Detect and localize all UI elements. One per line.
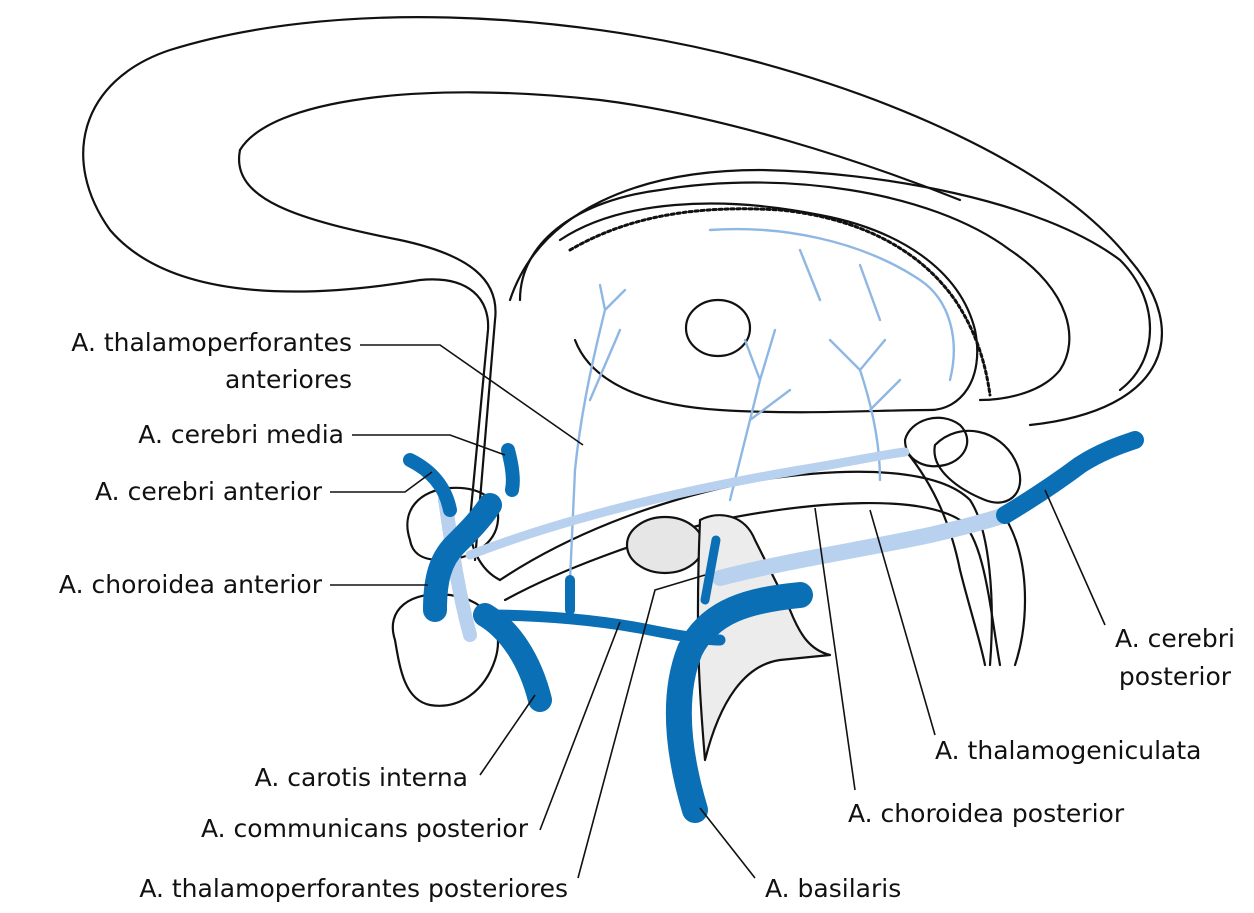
- thalamoperforantes-anteriores-branch: [568, 283, 627, 582]
- fornix-texture: [568, 207, 992, 397]
- thalamus-outline: [558, 202, 979, 414]
- label-basilaris: A. basilaris: [765, 874, 902, 903]
- leader-thalamogeniculata: [869, 509, 936, 736]
- label-thalamogeniculata: A. thalamogeniculata: [935, 736, 1202, 765]
- label-thalamoperforantes-posteriores: A. thalamoperforantes posteriores: [139, 874, 568, 903]
- hypothalamus-floor: [498, 470, 993, 667]
- basilar-artery: [665, 582, 813, 823]
- label-choroidea-anterior: A. choroidea anterior: [58, 570, 322, 599]
- label-communicans-posterior: A. communicans posterior: [201, 814, 528, 843]
- thalamic-branch-central: [728, 328, 792, 502]
- optic-chiasm-outline: [406, 486, 500, 562]
- label-carotis-interna: A. carotis interna: [254, 763, 468, 792]
- interthalamic-adhesion: [684, 298, 752, 358]
- leader-thalamoperforantes-anteriores: [360, 344, 584, 446]
- cerebri-media-vessel: [501, 443, 520, 497]
- label-thalamoperforantes-anteriores-line2: anteriores: [224, 365, 352, 394]
- leader-cerebri-media: [352, 434, 506, 456]
- label-cerebri-anterior: A. cerebri anterior: [95, 477, 322, 506]
- leader-cerebri-posterior: [1044, 489, 1106, 626]
- posterior-communicans-vessel: [484, 609, 726, 646]
- hypothalamus-floor-inner: [503, 502, 1002, 667]
- label-thalamoperforantes-anteriores-line1: A. thalamoperforantes: [71, 328, 352, 357]
- leader-choroidea-posterior: [814, 507, 856, 791]
- septum-outline: [237, 148, 497, 562]
- callosum-upper-loop: [238, 91, 962, 202]
- label-cerebri-posterior-line2: posterior: [1118, 662, 1232, 691]
- leader-basilaris: [699, 807, 756, 879]
- posterior-stalk-left: [903, 448, 987, 667]
- leader-communicans-posterior: [539, 621, 621, 831]
- thalamic-branch-posterior: [828, 338, 902, 482]
- cerebri-posterior-vessel: [996, 431, 1144, 524]
- label-cerebri-posterior-line1: A. cerebri: [1115, 624, 1235, 653]
- thalamic-branch-upper: [708, 227, 955, 382]
- callosum-inner-loop: [508, 168, 1151, 392]
- posterior-stalk-right: [998, 508, 1027, 667]
- leader-cerebri-anterior: [330, 471, 433, 493]
- posterior-cerebral-pale-trunk: [712, 507, 1013, 586]
- leader-carotis-interna: [479, 694, 536, 776]
- label-choroidea-posterior: A. choroidea posterior: [848, 799, 1125, 828]
- mamillary-body: [625, 515, 705, 575]
- pulvinar-outline: [903, 416, 969, 468]
- choroidea-anterior-vessel: [423, 493, 502, 622]
- leader-thalamoperforantes-posteriores: [577, 574, 706, 879]
- corpus-callosum-outline: [82, 16, 1163, 582]
- choroidea-anterior-pale-trunk: [465, 447, 910, 560]
- corpus-callosum-inner-outline: [518, 181, 1071, 402]
- label-cerebri-media: A. cerebri media: [138, 420, 344, 449]
- lateral-geniculate-outline: [933, 429, 1022, 504]
- carotis-interna-vessel: [473, 603, 552, 712]
- pituitary-outline: [391, 593, 500, 707]
- cerebri-anterior-vessel: [403, 453, 457, 517]
- thalamoperforantes-posteriores-vessel: [700, 535, 721, 605]
